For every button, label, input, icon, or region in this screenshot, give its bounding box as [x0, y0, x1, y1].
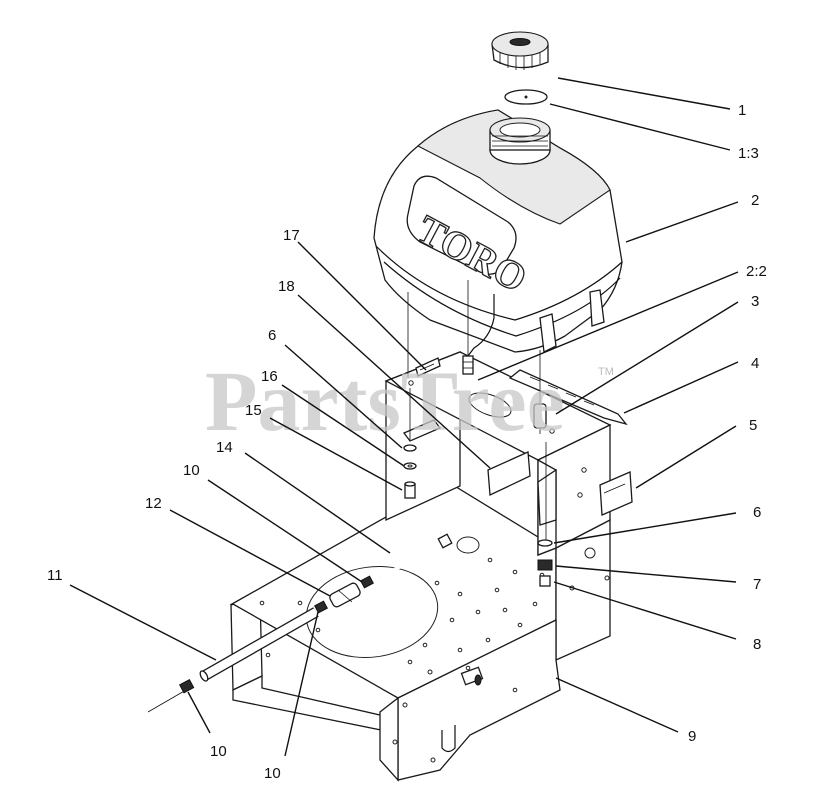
- bushing-3-part: [533, 403, 547, 429]
- hose-clamp-10b: [314, 600, 328, 614]
- fuel-hose-part: [462, 294, 495, 375]
- callout-2-2: 2:2: [746, 263, 767, 280]
- callout-12: 12: [145, 495, 162, 512]
- callout-10-upper: 10: [183, 462, 200, 479]
- callout-2: 2: [751, 192, 759, 209]
- leader-lines: [69, 77, 739, 757]
- hose-clamp-10: [360, 575, 374, 589]
- tank-support-bracket: [384, 351, 633, 556]
- callout-labels: 1 1:3 2 2:2 3 4 5 6 7 8 9 17 18 6 16 15 …: [47, 102, 767, 782]
- frame-base-part: [229, 481, 611, 782]
- callout-3: 3: [751, 293, 759, 310]
- plate-holes: [259, 547, 610, 763]
- washer-stack-right: [537, 539, 553, 587]
- tank-strap-part: [508, 369, 628, 426]
- callout-17: 17: [283, 227, 300, 244]
- callout-6-left: 6: [268, 327, 276, 344]
- callout-15: 15: [245, 402, 262, 419]
- fuel-line-11: [199, 607, 319, 682]
- fuel-filter-12: [329, 582, 361, 608]
- cap-seal-part: [504, 89, 548, 105]
- svg-text:TM: TM: [598, 366, 614, 378]
- svg-text:PartsTree: PartsTree: [205, 353, 565, 449]
- callout-6-right: 6: [753, 504, 761, 521]
- neck-threads: [492, 135, 548, 147]
- callout-16: 16: [261, 368, 278, 385]
- fuel-line-14: [379, 533, 453, 580]
- fuel-cap-part: [491, 31, 549, 70]
- label-17-part: [415, 357, 441, 377]
- callout-10-lower-left: 10: [210, 743, 227, 760]
- callout-1-3: 1:3: [738, 145, 759, 162]
- hose-clamp-10c: [179, 678, 195, 694]
- callout-18: 18: [278, 278, 295, 295]
- callout-5: 5: [749, 417, 757, 434]
- callout-7: 7: [753, 576, 761, 593]
- washer-stack-left: [403, 444, 417, 499]
- callout-14: 14: [216, 439, 233, 456]
- callout-9: 9: [688, 728, 696, 745]
- fuel-tank-part: TORO: [373, 109, 623, 353]
- cap-grip-ridges: [499, 52, 541, 70]
- callout-10-lower: 10: [264, 765, 281, 782]
- callout-1: 1: [738, 102, 746, 119]
- front-fitting: [460, 666, 484, 686]
- callout-8: 8: [753, 636, 761, 653]
- callout-4: 4: [751, 355, 759, 372]
- callout-11: 11: [47, 567, 63, 584]
